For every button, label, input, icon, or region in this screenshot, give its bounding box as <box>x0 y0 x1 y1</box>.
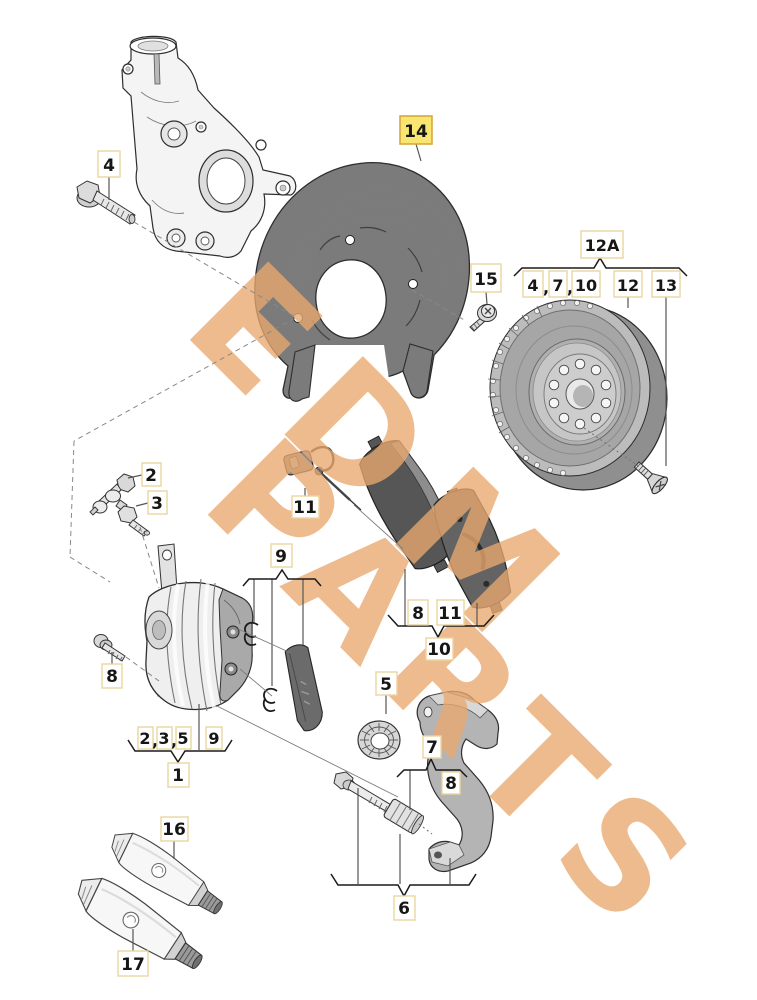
callout-dust-shield-label: 14 <box>404 122 428 142</box>
callout-disc-assembly-members: 4 , 7 , 10 <box>522 270 601 298</box>
disc-vane-hatch <box>487 305 543 434</box>
callout-guide-pin-bolt-label: 8 <box>445 774 457 794</box>
separator: , <box>152 731 158 750</box>
callout-guide-pin-bolt: 8 <box>441 771 461 795</box>
disc-group-item-2: 7 <box>552 276 563 295</box>
callout-disc-screw-label: 13 <box>655 276 677 295</box>
callout-caliper-assembly: 1 <box>167 762 190 788</box>
callout-pad-inner-label: 8 <box>412 604 424 624</box>
callout-grease-tube-small-label: 16 <box>162 820 186 840</box>
boot-knurl <box>360 723 398 757</box>
callout-grease-tube-small: 16 <box>160 816 189 842</box>
callout-guide-pin-label: 7 <box>426 738 438 758</box>
callout-dust-shield: 14 <box>399 115 433 145</box>
shield-screw-illustration <box>469 304 497 332</box>
piston-boot-illustration <box>357 720 401 760</box>
callout-piston-boot: 5 <box>375 671 398 696</box>
steering-knuckle-illustration <box>121 35 297 258</box>
leader-lines <box>108 143 667 951</box>
callout-pad-retainers: 9 <box>270 543 293 568</box>
callout-union-bolt: 2 <box>141 462 162 487</box>
assembly-projection-lines <box>69 221 642 835</box>
guide-pin-bolt-illustration <box>333 771 399 817</box>
callout-pad-retainers-label: 9 <box>275 547 287 567</box>
callout-shield-screw-label: 15 <box>474 270 498 290</box>
dust-shield-illustration <box>254 162 471 402</box>
callout-caliper-assembly-label: 1 <box>172 766 184 786</box>
caliper-group-item-3: 5 <box>177 729 188 748</box>
callout-caliper-bolt-label: 8 <box>106 667 118 687</box>
bracket-caliper-assembly <box>127 739 233 764</box>
union-bolt-illustration <box>89 473 136 516</box>
callout-shield-screw: 15 <box>470 263 502 293</box>
callout-wear-sensor: 11 <box>291 495 320 519</box>
bracket-guide-pin <box>396 757 468 778</box>
separator: , <box>543 278 549 297</box>
callout-brake-disc-label: 12 <box>617 276 639 295</box>
disc-lug-holes <box>548 358 612 430</box>
callout-wear-sensor-label: 11 <box>293 498 317 518</box>
callout-knuckle-bolt: 4 <box>97 150 121 178</box>
callout-pad-set: 10 <box>425 637 454 661</box>
callout-pad-outer: 11 <box>436 599 465 626</box>
caliper-group-item-4: 9 <box>208 729 219 748</box>
callout-guide-pin: 7 <box>422 735 442 759</box>
callout-bleeder-valve: 3 <box>147 490 168 515</box>
callout-caliper-bolt: 8 <box>101 663 123 689</box>
callout-disc-screw: 13 <box>651 270 681 298</box>
bleeder-valve-illustration <box>115 499 150 537</box>
caliper-bolt-illustration <box>93 634 126 662</box>
callout-disc-assembly-label: 12A <box>585 236 620 255</box>
callout-grease-tube-large: 17 <box>117 950 149 977</box>
pad-retainer-clips-illustration <box>243 621 323 732</box>
guide-pin-sleeve-illustration <box>383 798 425 835</box>
callout-grease-tube-large-label: 17 <box>121 955 145 975</box>
callout-disc-assembly: 12A <box>580 230 624 259</box>
callout-knuckle-bolt-label: 4 <box>103 156 115 176</box>
callout-union-bolt-label: 2 <box>145 466 157 486</box>
brake-disc-illustration <box>487 299 668 491</box>
callout-bleeder-valve-label: 3 <box>151 494 163 514</box>
wear-sensor-illustration <box>283 445 362 511</box>
disc-group-item-3: 10 <box>575 276 597 295</box>
disc-vent-holes <box>490 300 593 476</box>
knuckle-bolt-illustration <box>76 180 136 225</box>
callout-caliper-assembly-members: 2 , 3 , 5 9 <box>137 726 223 750</box>
brake-caliper-illustration <box>144 543 254 712</box>
grease-tube-small-illustration <box>111 832 223 915</box>
bracket-retainers <box>242 568 322 587</box>
separator: , <box>567 278 573 297</box>
callout-pad-inner: 8 <box>407 599 429 626</box>
callout-piston-boot-label: 5 <box>380 675 392 695</box>
callout-carrier-group: 6 <box>393 895 416 921</box>
callout-brake-disc: 12 <box>613 270 643 298</box>
bracket-pad-set <box>387 614 495 639</box>
callout-pad-outer-label: 11 <box>438 604 462 624</box>
caliper-group-item-2: 3 <box>158 729 169 748</box>
grease-tube-large-illustration <box>77 877 203 970</box>
separator: , <box>171 731 177 750</box>
callout-carrier-group-label: 6 <box>398 899 410 919</box>
highlighted-label-box <box>399 115 433 145</box>
caliper-group-item-1: 2 <box>139 729 150 748</box>
disc-group-item-1: 4 <box>527 276 538 295</box>
callout-pad-set-label: 10 <box>427 640 451 660</box>
brake-pad-inner-illustration <box>433 487 512 614</box>
